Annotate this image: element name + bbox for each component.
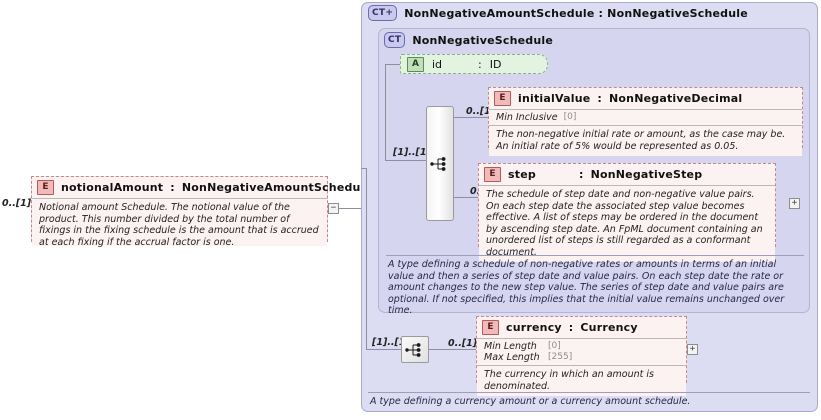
root-element-header: E notionalAmount : NonNegativeAmountSche… — [32, 177, 372, 198]
step-header: E step : NonNegativeStep — [479, 164, 775, 185]
step-separator: : — [578, 168, 584, 181]
sequence-icon-outer[interactable] — [401, 336, 429, 363]
initialvalue-name: initialValue — [518, 92, 591, 105]
step-name: step — [508, 168, 536, 181]
outer-complextype-title: CT+ NonNegativeAmountSchedule : NonNegat… — [368, 5, 748, 21]
currency-type: Currency — [580, 321, 638, 334]
attribute-separator: : — [478, 57, 482, 71]
step-documentation: The schedule of step date and non-negati… — [479, 185, 775, 262]
connector-to-outer-sequence — [366, 349, 401, 350]
facet-value: [0] — [548, 341, 561, 351]
facet-row: Min Inclusive [0] — [496, 112, 796, 123]
inner-complextype-title: CT NonNegativeSchedule — [384, 32, 553, 48]
step-type: NonNegativeStep — [590, 168, 703, 181]
connector-to-currency — [429, 349, 477, 350]
facet-label: Min Length — [484, 341, 537, 352]
element-node-step[interactable]: E step : NonNegativeStep The schedule of… — [478, 163, 776, 262]
currency-documentation: The currency in which an amount is denom… — [477, 365, 686, 396]
initialvalue-header: E initialValue : NonNegativeDecimal — [489, 88, 802, 109]
initialvalue-documentation: The non-negative initial rate or amount,… — [489, 125, 802, 156]
root-element-node[interactable]: E notionalAmount : NonNegativeAmountSche… — [31, 176, 372, 248]
step-expand-toggle[interactable]: + — [789, 198, 800, 209]
attribute-name: id — [432, 57, 443, 71]
outer-sequence-cardinality: [1]..[1] — [372, 337, 410, 348]
initialvalue-type: NonNegativeDecimal — [609, 92, 743, 105]
initialvalue-separator: : — [597, 92, 603, 105]
element-node-currency[interactable]: E currency : Currency Min Length [0] Max… — [476, 316, 687, 396]
initialvalue-cardinality: 0..[1] — [466, 106, 496, 117]
connector-to-inner-sequence — [385, 160, 427, 161]
outer-complextype-label: NonNegativeAmountSchedule : NonNegativeS… — [404, 6, 748, 20]
root-element-separator: : — [170, 181, 175, 194]
connector-spine-outer — [366, 168, 367, 349]
currency-header: E currency : Currency — [477, 317, 686, 338]
outer-complextype-documentation: A type defining a currency amount or a c… — [368, 392, 810, 408]
facet-label: Max Length — [484, 352, 540, 363]
root-element-documentation: Notional amount Schedule. The notional v… — [32, 198, 327, 248]
sequence-icon-inner[interactable] — [426, 106, 454, 221]
inner-complextype-label: NonNegativeSchedule — [412, 33, 554, 47]
facet-row: Max Length [255] — [484, 352, 680, 363]
root-element-type: NonNegativeAmountSchedule — [181, 181, 373, 194]
currency-name: currency — [506, 321, 562, 334]
element-badge-icon: E — [494, 91, 511, 106]
attribute-node-id[interactable]: A id : ID — [400, 54, 548, 74]
connector-root-to-type — [339, 208, 361, 209]
element-node-initialvalue[interactable]: E initialValue : NonNegativeDecimal Min … — [488, 87, 803, 156]
facet-row: Min Length [0] — [484, 341, 680, 352]
complextype-badge-icon: CT — [384, 32, 406, 48]
connector-to-step — [454, 197, 488, 198]
inner-sequence-cardinality: [1]..[1] — [393, 147, 431, 158]
currency-expand-toggle[interactable]: + — [687, 344, 698, 355]
attribute-type: ID — [489, 57, 502, 71]
connector-outer-spine-top — [361, 168, 367, 169]
root-element-collapse-toggle[interactable]: − — [328, 203, 339, 214]
attribute-badge-icon: A — [407, 56, 424, 72]
facet-value: [0] — [563, 112, 577, 122]
currency-cardinality: 0..[1] — [448, 338, 478, 349]
currency-separator: : — [568, 321, 574, 334]
element-badge-icon: E — [484, 167, 501, 182]
facet-label: Min Inclusive — [496, 112, 558, 123]
connector-to-initialvalue — [454, 117, 488, 118]
element-badge-icon: E — [482, 320, 499, 335]
root-element-name: notionalAmount — [61, 181, 164, 194]
initialvalue-facets: Min Inclusive [0] — [489, 109, 802, 125]
inner-complextype-documentation: A type defining a schedule of non-negati… — [386, 255, 804, 316]
root-element-cardinality: 0..[1] — [2, 198, 32, 209]
element-badge-icon: E — [37, 180, 54, 195]
sequence-glyph-icon — [405, 342, 421, 357]
connector-to-attribute — [385, 64, 400, 65]
sequence-glyph-icon — [430, 156, 446, 171]
facet-value: [255] — [548, 352, 573, 362]
currency-facets: Min Length [0] Max Length [255] — [477, 338, 686, 365]
connector-spine-inner — [385, 64, 386, 160]
complextype-expand-badge-icon[interactable]: CT+ — [368, 5, 398, 21]
